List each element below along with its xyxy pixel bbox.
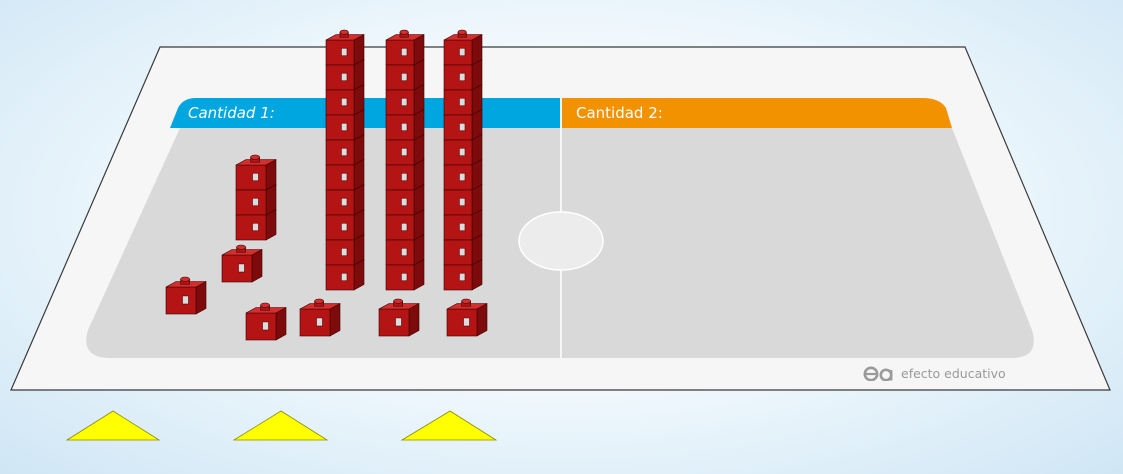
single-cube-4[interactable] <box>299 298 341 337</box>
rod-of-ten-1[interactable] <box>325 29 365 291</box>
brand-text: efecto educativo <box>901 365 1006 381</box>
single-cube-3[interactable] <box>245 302 287 341</box>
single-cube-6[interactable] <box>446 298 488 337</box>
rod-of-ten-2[interactable] <box>385 29 425 291</box>
stack-of-three[interactable] <box>235 154 277 241</box>
rod-of-ten-3[interactable] <box>443 29 483 291</box>
brand-mark-icon <box>863 366 893 381</box>
quantity-2-tab <box>562 98 952 128</box>
triangle-button-2[interactable] <box>232 410 329 441</box>
triangle-button-3[interactable] <box>400 410 498 441</box>
base-ten-blocks <box>165 29 488 341</box>
center-circle <box>518 211 604 271</box>
triangle-button-1[interactable] <box>65 410 161 441</box>
single-cube-5[interactable] <box>378 298 420 337</box>
quantity-1-label: Cantidad 1: <box>188 104 275 122</box>
brand-logo: efecto educativo <box>862 364 1006 382</box>
single-cube-2[interactable] <box>165 276 207 315</box>
quantity-2-label: Cantidad 2: <box>576 104 663 122</box>
single-cube-1[interactable] <box>221 244 263 283</box>
